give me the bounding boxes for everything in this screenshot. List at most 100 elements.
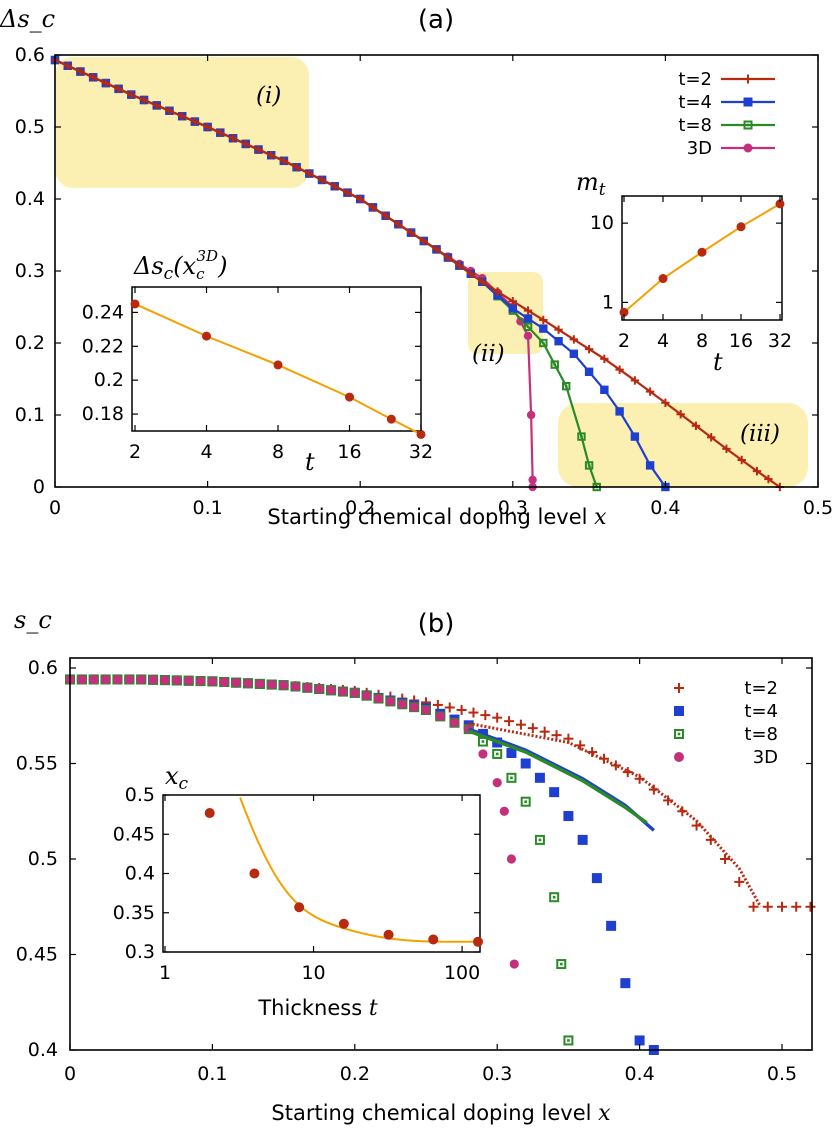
x-tick-label: 0 — [64, 1063, 76, 1085]
legend-label: t=8 — [744, 724, 778, 745]
marker-dot — [746, 123, 750, 127]
data-point — [231, 678, 241, 688]
legend-entry: t=2 — [678, 69, 775, 90]
y-tick-label: 0 — [33, 476, 45, 498]
inset-ylabel: xc — [165, 762, 189, 794]
data-point — [314, 684, 324, 694]
legend-marker — [674, 752, 684, 762]
data-point — [356, 194, 365, 204]
data-point — [534, 834, 545, 845]
sub: c — [196, 265, 205, 283]
inset-xlabel: Thickness t — [257, 996, 377, 1021]
legend-marker — [674, 683, 684, 693]
data-point — [539, 338, 548, 348]
data-point — [473, 936, 483, 947]
data-point — [124, 674, 134, 685]
y-tick-label: 0.1 — [15, 404, 45, 426]
data-point — [748, 901, 759, 912]
data-point — [127, 90, 136, 99]
data-point — [228, 134, 238, 143]
data-point — [734, 876, 745, 887]
data-point — [677, 806, 688, 817]
x-tick-label: 2 — [129, 441, 141, 463]
data-point — [362, 691, 372, 701]
data-point — [575, 740, 586, 751]
x-tick-label: 2 — [618, 330, 630, 352]
data-point — [177, 112, 187, 121]
y-tick-label: 0.6 — [28, 657, 58, 679]
panel-b-ylabel: s_c — [14, 606, 52, 634]
data-point — [634, 1035, 645, 1046]
data-point — [302, 683, 312, 693]
data-point — [165, 106, 174, 115]
data-point — [752, 466, 762, 476]
x-tick-label: 0.2 — [340, 1063, 370, 1085]
data-point — [516, 317, 525, 326]
data-point — [330, 182, 339, 191]
data-point — [523, 314, 533, 323]
region-label-iii: (iii) — [740, 421, 780, 447]
data-point — [539, 324, 548, 333]
data-point — [267, 679, 277, 690]
marker-box — [577, 432, 586, 441]
panel-b-legend: t=2t=4t=83D — [674, 678, 778, 768]
marker-dot — [495, 752, 499, 756]
inset-xlabel: t — [713, 348, 723, 376]
legend-entry: t=4 — [674, 701, 778, 722]
marker-box — [674, 729, 684, 739]
data-point — [563, 1035, 574, 1046]
data-point — [562, 382, 571, 391]
data-point — [456, 705, 467, 716]
data-point — [444, 702, 455, 713]
panel-a-ylabel: Δs_c — [0, 5, 55, 33]
legend-entry: t=8 — [674, 724, 778, 745]
data-point — [326, 685, 336, 695]
data-point — [645, 461, 655, 470]
region-label-i: (i) — [256, 83, 281, 109]
x-tick-label: 4 — [657, 330, 669, 352]
data-point — [577, 432, 586, 441]
data-point — [584, 344, 594, 354]
region-label-ii: (ii) — [472, 341, 505, 367]
marker-box — [549, 892, 560, 903]
marker-box — [562, 382, 571, 391]
data-point — [279, 156, 289, 166]
data-point — [273, 360, 283, 370]
sub: t — [599, 180, 606, 200]
data-point — [216, 128, 225, 137]
data-point — [527, 723, 538, 734]
y-tick-label: 0.45 — [113, 823, 155, 845]
inset-ylabel: mt — [576, 168, 606, 200]
data-point — [506, 854, 517, 864]
data-point — [492, 712, 503, 723]
data-point — [630, 432, 640, 441]
marker-dot — [538, 838, 542, 842]
data-point — [622, 767, 633, 778]
marker-dot — [564, 384, 568, 388]
data-point — [523, 331, 533, 340]
x-tick-label: 32 — [409, 441, 433, 463]
data-point — [381, 211, 390, 220]
data-point — [697, 247, 707, 257]
data-point — [534, 772, 545, 783]
data-point — [556, 959, 567, 970]
data-point — [409, 702, 419, 712]
data-point — [551, 730, 562, 741]
data-point — [478, 749, 488, 759]
y-tick-label: 0.55 — [16, 753, 58, 775]
paren: (x — [173, 252, 196, 280]
data-point — [255, 679, 265, 689]
data-point — [526, 410, 536, 420]
legend-label: t=4 — [744, 701, 778, 722]
data-point — [89, 674, 99, 685]
y-tick-label: 0.45 — [16, 944, 58, 966]
y-tick-label: 0.4 — [125, 863, 155, 885]
var: t — [369, 996, 378, 1021]
data-point — [385, 696, 395, 707]
data-point — [539, 726, 550, 737]
region-ii — [468, 272, 543, 354]
panel-a-title: (a) — [418, 5, 454, 35]
y-tick-label: 0.24 — [82, 301, 124, 323]
